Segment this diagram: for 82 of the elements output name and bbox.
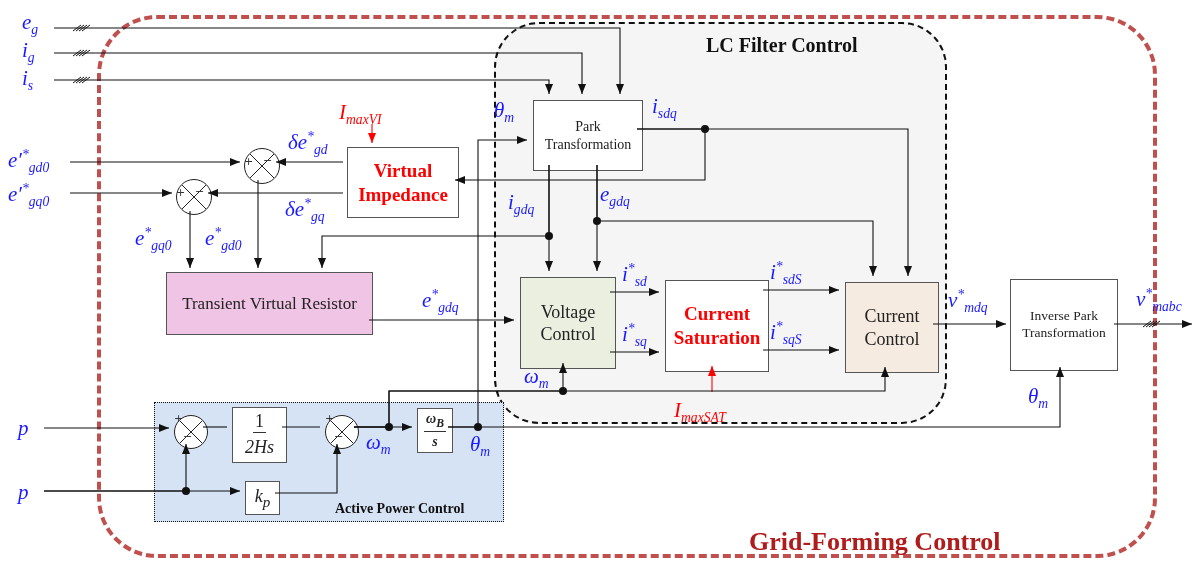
region-title: Active Power Control (335, 501, 465, 517)
region-title: Grid-Forming Control (749, 527, 1001, 557)
signal-arrow (254, 179, 262, 269)
numerator: ω$_{B}$ (424, 411, 446, 432)
signal-label: θ$_{m}$ (1028, 386, 1049, 411)
signal-arrow (353, 366, 889, 428)
block-label: Inverse Park Transformation (1021, 308, 1107, 342)
control-region (154, 402, 504, 522)
region-title: LC Filter Control (706, 34, 858, 57)
sign-label: + (174, 413, 184, 424)
transfer-function-box (232, 407, 287, 463)
connector-line (202, 426, 228, 428)
block-label: Voltage Control (539, 300, 597, 346)
signal-label: p (18, 481, 29, 503)
signal-arrow (53, 52, 586, 95)
summing-junction (325, 415, 359, 449)
signal-label: i$_{s}$ (22, 67, 34, 93)
summing-junction (174, 415, 208, 449)
sign-label: − (334, 431, 344, 442)
block-label: Current Saturation (672, 302, 762, 350)
signal-arrow (53, 79, 553, 95)
block-label: Transient Virtual Resistor (182, 292, 357, 315)
signal-arrow (368, 316, 515, 324)
signal-label: I$_{maxSAT}$ (674, 399, 726, 425)
signal-label: I$_{maxVI}$ (339, 101, 382, 127)
summing-junction (176, 179, 212, 215)
gain-box (245, 481, 280, 515)
signal-label: p (18, 417, 29, 439)
process-box (533, 100, 643, 171)
process-box (520, 277, 616, 369)
block-label: k$_{p}$ (254, 484, 271, 512)
block-label: Current Control (863, 305, 921, 350)
signal-arrow (447, 366, 1064, 428)
connector-line (281, 426, 321, 428)
signal-arrow (69, 189, 173, 197)
signal-label: θ$_{m}$ (494, 100, 515, 125)
sign-label: − (263, 155, 273, 166)
signal-arrow (43, 424, 170, 432)
signal-arrow (275, 158, 344, 166)
transfer-function-box (417, 408, 453, 453)
signal-arrow (274, 443, 341, 494)
control-region (494, 22, 947, 424)
signal-arrow (762, 346, 840, 354)
signal-arrow (596, 164, 877, 277)
block-label: Virtual Impedance (357, 158, 449, 207)
numerator: 1 (253, 412, 266, 434)
denominator: s (431, 434, 439, 450)
signal-arrow (932, 320, 1007, 328)
signal-arrow (636, 128, 912, 277)
signal-arrow (53, 27, 624, 95)
signal-label: i$_{gdq}$ (508, 192, 535, 217)
signal-arrow (207, 189, 344, 197)
denominator: 2Hs (244, 437, 275, 458)
summing-junction (244, 148, 280, 184)
sign-label: + (325, 413, 335, 424)
signal-arrow (609, 288, 660, 296)
signal-arrow (609, 348, 660, 356)
process-box (347, 147, 459, 218)
sign-label: − (183, 431, 193, 442)
signal-arrow (1113, 320, 1193, 328)
sign-label: − (195, 186, 205, 197)
process-box (845, 282, 939, 373)
process-box (1010, 279, 1118, 371)
signal-label: i$_{g}$ (22, 39, 35, 65)
signal-arrow (708, 365, 716, 393)
signal-arrow (186, 210, 194, 269)
signal-label: θ$_{m}$ (470, 434, 491, 459)
sign-label: + (244, 156, 254, 167)
signal-label: e$_{g}$ (22, 11, 39, 37)
signal-arrow (43, 487, 241, 495)
block-label: Park Transformation (543, 118, 633, 153)
signal-arrow (368, 123, 376, 144)
signal-arrow (69, 158, 241, 166)
signal-label: e$_{gdq}$ (600, 184, 630, 209)
signal-label: ω$_{m}$ (366, 432, 391, 457)
sign-label: + (176, 187, 186, 198)
signal-arrow (762, 286, 840, 294)
process-box (665, 280, 769, 372)
signal-label: ω$_{m}$ (524, 366, 549, 391)
signal-label: i$_{sdq}$ (652, 96, 677, 121)
signal-arrow (318, 164, 550, 269)
process-box (166, 272, 373, 335)
